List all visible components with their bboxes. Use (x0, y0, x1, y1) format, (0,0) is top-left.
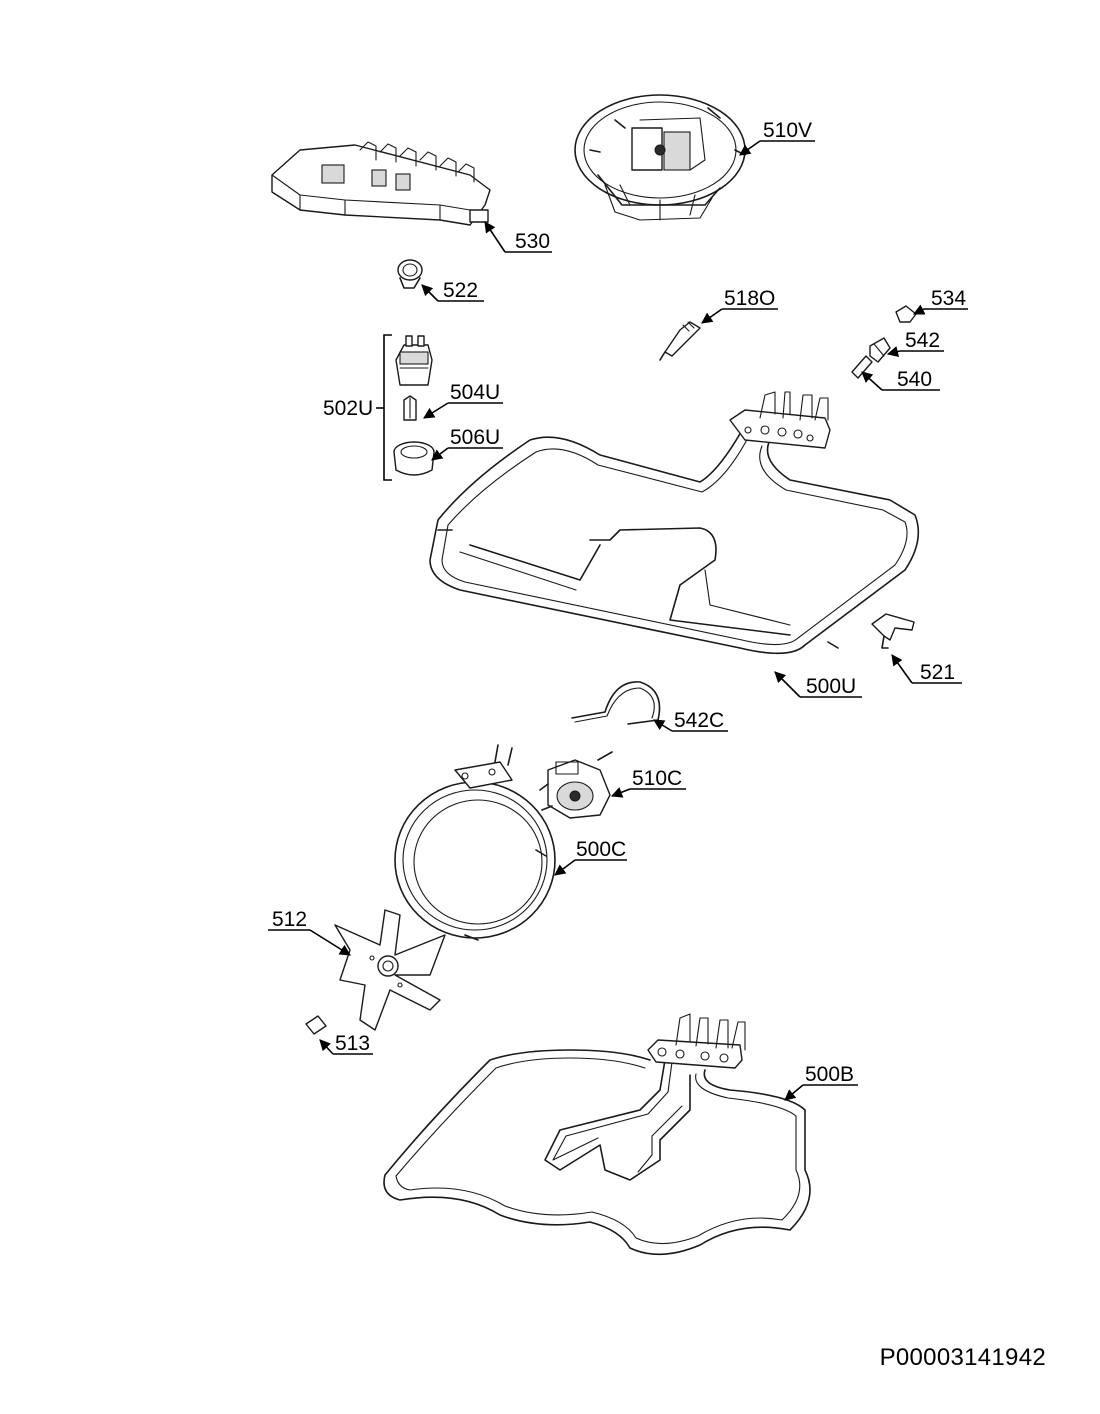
part-510C-fan-motor[interactable] (539, 751, 613, 819)
label-502U: 502U (323, 397, 373, 420)
label-534: 534 (931, 287, 966, 310)
part-542-knob[interactable] (869, 337, 891, 363)
part-506U-cap[interactable] (393, 441, 435, 476)
callout-540: 540 (861, 368, 940, 391)
part-542C-wire-clip[interactable] (571, 681, 661, 725)
group-502U-bracket: 502U (323, 334, 392, 481)
part-512-fan-blade[interactable] (334, 909, 446, 1031)
part-521-bracket[interactable] (871, 613, 915, 649)
callout-500B: 500B (784, 1063, 858, 1101)
label-500B: 500B (805, 1063, 854, 1086)
label-540: 540 (897, 368, 932, 391)
part-518O-sensor[interactable] (659, 321, 701, 361)
callout-513: 513 (319, 1032, 373, 1055)
label-510C: 510C (632, 767, 682, 790)
drawing-number: P00003141942 (879, 1344, 1046, 1371)
callout-510C: 510C (610, 767, 686, 798)
callout-530: 530 (484, 221, 552, 253)
callout-518O: 518O (701, 287, 778, 324)
callout-504U: 504U (423, 381, 503, 419)
callout-542: 542 (886, 329, 944, 357)
part-504U-knob-shaft[interactable] (403, 395, 417, 421)
callout-500U: 500U (774, 671, 862, 698)
part-513-nut[interactable] (305, 1015, 327, 1035)
label-504U: 504U (450, 381, 500, 404)
callout-500C: 500C (554, 838, 627, 876)
label-500C: 500C (576, 838, 626, 861)
part-510V-fan-motor[interactable] (574, 94, 746, 221)
part-530-terminal-block[interactable] (271, 141, 491, 226)
callout-534: 534 (912, 287, 968, 315)
part-502U-switch[interactable] (395, 335, 433, 386)
callout-542C: 542C (653, 709, 728, 732)
label-513: 513 (335, 1032, 370, 1055)
part-522-clip[interactable] (397, 259, 423, 289)
label-506U: 506U (450, 426, 500, 449)
label-518O: 518O (724, 287, 775, 310)
label-542C: 542C (674, 709, 724, 732)
label-522: 522 (443, 279, 478, 302)
label-530: 530 (515, 230, 550, 253)
callout-512: 512 (268, 908, 351, 956)
callout-521: 521 (891, 654, 962, 684)
part-500B-bottom-heater[interactable] (383, 1013, 811, 1256)
callout-522: 522 (421, 279, 484, 302)
label-542: 542 (905, 329, 940, 352)
label-510V: 510V (763, 119, 812, 142)
label-521: 521 (920, 661, 955, 684)
part-540-shaft[interactable] (851, 355, 873, 379)
part-500C-circular-heater[interactable] (394, 744, 556, 941)
callout-510V: 510V (739, 119, 815, 156)
callout-506U: 506U (431, 426, 503, 461)
part-534-plug[interactable] (895, 305, 917, 323)
label-512: 512 (272, 908, 307, 931)
label-500U: 500U (806, 675, 856, 698)
part-500U-top-heater[interactable] (429, 391, 920, 655)
